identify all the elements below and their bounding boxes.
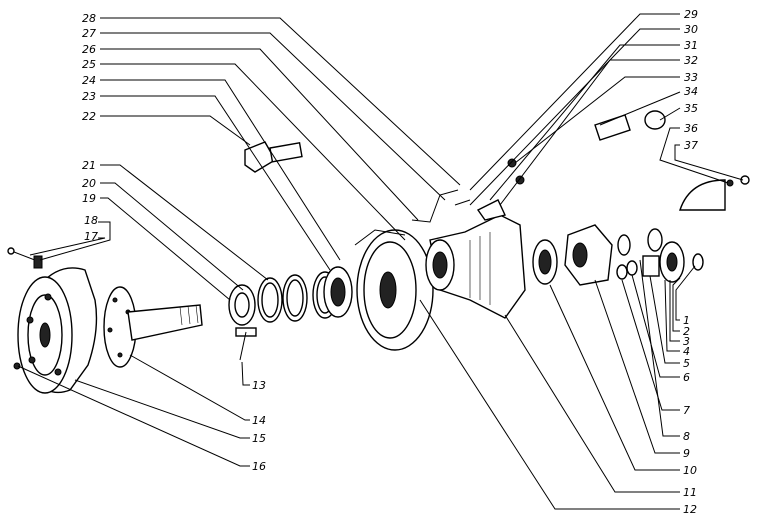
callout-10: 10 (683, 464, 697, 477)
part-cover (679, 175, 750, 211)
part-bolt-22 (244, 141, 303, 173)
part-axle-shaft (103, 286, 203, 368)
callout-32: 32 (684, 54, 698, 67)
callout-29: 29 (684, 8, 698, 21)
callout-13: 13 (252, 379, 266, 392)
part-planet-carrier (564, 224, 613, 286)
callout-30: 30 (684, 23, 698, 36)
part-fittings (507, 110, 666, 185)
callout-37: 37 (684, 139, 698, 152)
callout-25: 25 (82, 58, 96, 71)
callout-21: 21 (82, 159, 96, 172)
callout-22: 22 (82, 110, 96, 123)
callout-23: 23 (82, 90, 96, 103)
callout-34: 34 (684, 85, 698, 98)
callout-20: 20 (82, 177, 96, 190)
part-brake-pipe (411, 189, 471, 223)
part-screw-17-18 (7, 247, 43, 269)
callout-8: 8 (683, 430, 690, 443)
callout-1: 1 (683, 314, 690, 327)
callout-27: 27 (82, 27, 96, 40)
callout-3: 3 (683, 335, 690, 348)
callout-26: 26 (82, 43, 96, 56)
callout-labels: 28 27 26 25 24 23 22 21 20 19 18 17 29 3… (82, 8, 698, 516)
callout-4: 4 (683, 345, 690, 358)
part-bearing-rings (228, 266, 353, 326)
callout-9: 9 (683, 447, 690, 460)
part-wheel-hub (425, 199, 526, 319)
callout-6: 6 (683, 371, 690, 384)
callout-5: 5 (683, 357, 690, 370)
callout-18: 18 (84, 214, 98, 227)
callout-19: 19 (82, 192, 96, 205)
callout-16: 16 (252, 460, 266, 473)
callout-35: 35 (684, 102, 698, 115)
leader-lines (17, 13, 744, 510)
part-bearing-10 (532, 239, 558, 285)
part-bolt-13 (235, 327, 257, 361)
callout-36: 36 (684, 122, 698, 135)
callout-14: 14 (252, 414, 266, 427)
part-screw-16 (13, 362, 21, 370)
callout-2: 2 (683, 325, 690, 338)
callout-28: 28 (82, 12, 96, 25)
callout-31: 31 (684, 39, 698, 52)
part-brake-drum (17, 267, 98, 394)
callout-24: 24 (82, 74, 96, 87)
callout-33: 33 (684, 71, 698, 84)
callout-12: 12 (683, 503, 697, 516)
callout-7: 7 (683, 404, 690, 417)
part-gear-set (616, 228, 704, 283)
part-brake-backing-plate (354, 229, 434, 351)
callout-11: 11 (683, 486, 697, 499)
callout-17: 17 (84, 230, 98, 243)
callout-15: 15 (252, 432, 266, 445)
